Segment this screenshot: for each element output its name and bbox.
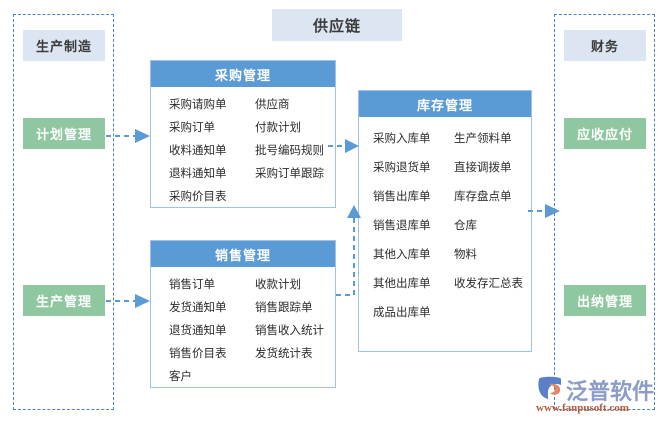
module-item[interactable]: 生产领料单 xyxy=(454,133,512,145)
module-item[interactable]: 采购入库单 xyxy=(373,133,431,145)
connector-purchase-to-inventory xyxy=(328,139,359,153)
connector-production-to-sales xyxy=(106,294,150,308)
module-item[interactable]: 采购退货单 xyxy=(373,162,431,174)
group-frame-production xyxy=(13,14,114,410)
module-item[interactable]: 采购订单跟踪 xyxy=(255,168,324,180)
watermark-logo: 泛普软件 www.fanpusoft.com xyxy=(536,374,662,422)
module-item[interactable]: 收料通知单 xyxy=(169,145,227,157)
module-item xyxy=(255,368,335,387)
connector-plan-to-purchase xyxy=(106,129,150,143)
tag-cashier-management[interactable]: 出纳管理 xyxy=(564,285,646,316)
page-title: 供应链 xyxy=(272,9,402,41)
module-item[interactable]: 收发存汇总表 xyxy=(454,278,523,290)
module-item[interactable]: 直接调拨单 xyxy=(454,162,512,174)
module-item-list-inventory: 采购入库单 生产领料单 采购退货单 直接调拨单 销售出库单 库存盘点单 销售退库… xyxy=(359,117,531,322)
group-frame-finance xyxy=(554,14,655,410)
module-item[interactable]: 其他出库单 xyxy=(373,278,431,290)
watermark-url-text: www.fanpusoft.com xyxy=(536,402,629,414)
module-item[interactable]: 发货统计表 xyxy=(255,348,313,360)
module-card-purchase[interactable]: 采购管理 采购请购单 供应商 采购订单 付款计划 收料通知单 批号编码规则 退料… xyxy=(150,60,336,208)
module-item[interactable]: 成品出库单 xyxy=(373,307,431,319)
module-item[interactable]: 客户 xyxy=(169,371,192,383)
module-item[interactable]: 销售跟踪单 xyxy=(255,302,313,314)
module-item[interactable]: 供应商 xyxy=(255,99,290,111)
module-item[interactable]: 批号编码规则 xyxy=(255,145,324,157)
module-item[interactable]: 销售订单 xyxy=(169,279,215,291)
module-item[interactable]: 物料 xyxy=(454,249,477,261)
module-item xyxy=(255,188,335,207)
module-item xyxy=(454,304,531,322)
connector-sales-to-inventory xyxy=(336,205,361,296)
fanpu-logo-icon xyxy=(538,376,561,399)
module-title-sales: 销售管理 xyxy=(151,241,335,267)
module-item[interactable]: 采购价目表 xyxy=(169,191,227,203)
module-card-sales[interactable]: 销售管理 销售订单 收款计划 发货通知单 销售跟踪单 退货通知单 销售收入统计 … xyxy=(150,240,336,388)
tag-production-management[interactable]: 生产管理 xyxy=(23,285,105,316)
module-item[interactable]: 销售退库单 xyxy=(373,220,431,232)
tag-finance[interactable]: 财务 xyxy=(564,30,646,61)
module-item[interactable]: 采购请购单 xyxy=(169,99,227,111)
tag-plan-management[interactable]: 计划管理 xyxy=(23,118,105,149)
module-card-inventory[interactable]: 库存管理 采购入库单 生产领料单 采购退货单 直接调拨单 销售出库单 库存盘点单… xyxy=(358,90,532,352)
module-item[interactable]: 销售出库单 xyxy=(373,191,431,203)
module-item[interactable]: 销售收入统计 xyxy=(255,325,324,337)
module-item[interactable]: 付款计划 xyxy=(255,122,301,134)
module-item-list-sales: 销售订单 收款计划 发货通知单 销售跟踪单 退货通知单 销售收入统计 销售价目表… xyxy=(151,267,335,387)
module-item[interactable]: 退料通知单 xyxy=(169,168,227,180)
module-item[interactable]: 库存盘点单 xyxy=(454,191,512,203)
tag-receivable-payable[interactable]: 应收应付 xyxy=(564,118,646,149)
watermark-brand-text: 泛普软件 xyxy=(566,380,655,405)
module-item[interactable]: 收款计划 xyxy=(255,279,301,291)
module-item[interactable]: 仓库 xyxy=(454,220,477,232)
connector-inventory-to-finance xyxy=(528,204,560,218)
module-item[interactable]: 其他入库单 xyxy=(373,249,431,261)
module-item[interactable]: 采购订单 xyxy=(169,122,215,134)
module-item[interactable]: 销售价目表 xyxy=(169,348,227,360)
module-item[interactable]: 发货通知单 xyxy=(169,302,227,314)
module-item[interactable]: 退货通知单 xyxy=(169,325,227,337)
module-title-inventory: 库存管理 xyxy=(359,91,531,117)
module-title-purchase: 采购管理 xyxy=(151,61,335,87)
tag-production-manufacture[interactable]: 生产制造 xyxy=(23,30,105,61)
module-item-list-purchase: 采购请购单 供应商 采购订单 付款计划 收料通知单 批号编码规则 退料通知单 采… xyxy=(151,87,335,207)
